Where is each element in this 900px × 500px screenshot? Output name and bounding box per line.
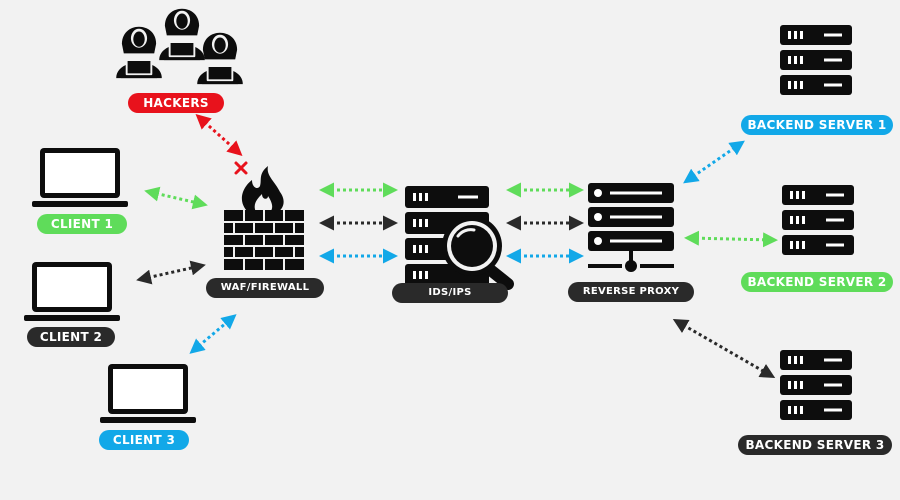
client-2-label: CLIENT 2 [27, 327, 115, 347]
backend-server-1-icon [780, 25, 852, 95]
arrow-proxy-server3 [672, 319, 776, 378]
backend-server-2-label: BACKEND SERVER 2 [741, 272, 893, 292]
backend-server-1-label: BACKEND SERVER 1 [741, 115, 893, 135]
backend-server-3-label: BACKEND SERVER 3 [738, 435, 892, 455]
reverse-proxy-icon [588, 183, 674, 272]
client-3-label: CLIENT 3 [99, 430, 189, 450]
waf-firewall-label: WAF/FIREWALL [206, 278, 324, 298]
client2-laptop-icon [24, 262, 120, 321]
arrow-hackers-firewall [195, 113, 243, 157]
hackers-label: HACKERS [128, 93, 224, 113]
backend-server-3-icon [780, 350, 852, 420]
blocked-x-icon [234, 161, 248, 175]
arrow-proxy-server1 [683, 140, 745, 184]
hackers-icon [116, 8, 243, 85]
backend-server-2-icon [782, 185, 854, 255]
reverse-proxy-label: REVERSE PROXY [568, 282, 694, 302]
client1-laptop-icon [32, 148, 128, 207]
client3-laptop-icon [100, 364, 196, 423]
client-1-label: CLIENT 1 [37, 214, 127, 234]
arrow-proxy-server2 [684, 230, 778, 248]
firewall-icon [224, 166, 304, 270]
connection-arrows [136, 113, 778, 378]
ids-ips-label: IDS/IPS [392, 283, 508, 303]
arrow-client1-firewall [144, 186, 208, 210]
arrow-client3-firewall [189, 314, 237, 354]
ids-magnifier-icon [405, 186, 514, 290]
arrow-client2-firewall [136, 260, 206, 285]
